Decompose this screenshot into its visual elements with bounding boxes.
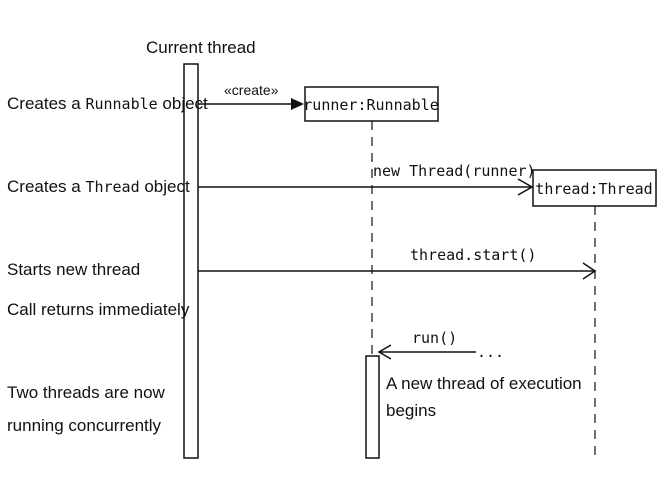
- step-create-runnable: Creates a Runnable object: [7, 94, 208, 113]
- step-concurrent-line-2: running concurrently: [7, 416, 162, 435]
- run-message-label: run(): [412, 329, 457, 347]
- new-thread-message-label: new Thread(runner): [373, 162, 536, 180]
- run-arrowhead-icon: [377, 344, 392, 360]
- thread-object-label: thread:Thread: [535, 180, 652, 198]
- new-thread-note-line-1: A new thread of execution: [386, 374, 582, 393]
- current-thread-label: Current thread: [146, 38, 256, 57]
- new-thread-note-line-2: begins: [386, 401, 436, 420]
- runner-object-label: runner:Runnable: [303, 96, 438, 114]
- step-starts-new-thread: Starts new thread: [7, 260, 140, 279]
- step-concurrent-line-1: Two threads are now: [7, 383, 166, 402]
- new-thread-arrowhead-icon: [517, 178, 534, 196]
- start-message-label: thread.start(): [410, 246, 536, 264]
- start-arrowhead-icon: [582, 262, 597, 280]
- current-thread-activation-bar: [183, 63, 199, 459]
- step-call-returns: Call returns immediately: [7, 300, 190, 319]
- create-arrowhead-icon: [291, 98, 304, 110]
- step-create-thread: Creates a Thread object: [7, 177, 190, 196]
- create-message-label: «create»: [224, 82, 279, 98]
- runner-activation-bar: [365, 355, 380, 459]
- run-ellipsis: ...: [477, 343, 504, 361]
